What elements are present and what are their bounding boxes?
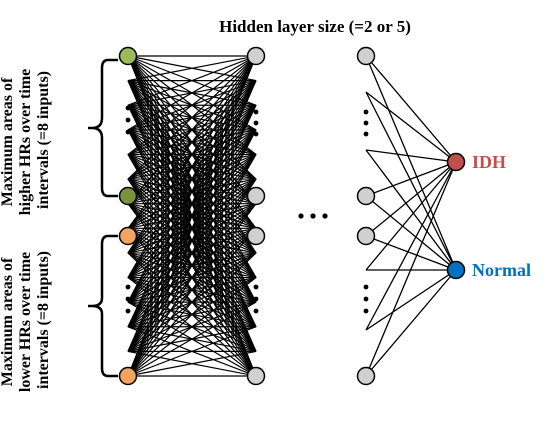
connection-edge bbox=[127, 350, 257, 377]
connection-edge bbox=[127, 55, 257, 352]
diagram-title: Hidden layer size (=2 or 5) bbox=[219, 17, 411, 36]
connection-edge bbox=[127, 55, 257, 254]
hidden1-node-3 bbox=[246, 226, 266, 246]
connection-edge bbox=[365, 235, 457, 271]
input-higher-ellipsis bbox=[125, 105, 131, 135]
connection-edge bbox=[127, 301, 257, 377]
hidden1-node-1 bbox=[246, 46, 266, 66]
hidden1-top-ellipsis bbox=[253, 109, 259, 137]
connection-edges bbox=[127, 55, 457, 377]
connection-edge bbox=[127, 55, 257, 106]
network-nodes bbox=[118, 46, 466, 386]
hidden2-node-3 bbox=[356, 226, 376, 246]
output-node-idh bbox=[446, 152, 466, 172]
connection-edge bbox=[365, 269, 457, 331]
connection-edge bbox=[365, 149, 457, 271]
connection-edge bbox=[365, 161, 457, 271]
connection-edge bbox=[365, 161, 457, 331]
connection-edge bbox=[127, 55, 257, 278]
connection-edge bbox=[127, 55, 257, 155]
connection-edge bbox=[365, 55, 457, 163]
input-node-higher-last bbox=[118, 186, 138, 206]
output-node-normal bbox=[446, 260, 466, 280]
lower-group-brace bbox=[88, 234, 118, 378]
lower-hr-label-line-1: Maximum areas of bbox=[0, 257, 16, 386]
connection-edge bbox=[127, 55, 257, 328]
output-label-normal: Normal bbox=[472, 260, 531, 280]
connection-edge bbox=[127, 55, 257, 82]
connection-edge bbox=[127, 55, 257, 205]
connection-edge bbox=[365, 91, 457, 163]
connection-edge bbox=[365, 161, 457, 197]
higher-hr-label-line-1: Maximum areas of bbox=[0, 77, 16, 206]
connection-edge bbox=[127, 55, 257, 303]
hidden2-bottom-ellipsis bbox=[363, 284, 369, 314]
connection-edge bbox=[127, 55, 257, 229]
connection-edge bbox=[127, 227, 257, 377]
higher-group-brace bbox=[88, 58, 118, 198]
connection-edge bbox=[127, 55, 257, 131]
connection-edge bbox=[365, 149, 457, 163]
input-lower-ellipsis bbox=[125, 284, 131, 314]
input-node-higher-first bbox=[118, 46, 138, 66]
connection-edge bbox=[365, 161, 457, 237]
hidden2-node-4 bbox=[356, 366, 376, 386]
connection-edge bbox=[127, 80, 257, 377]
connection-edge bbox=[127, 277, 257, 377]
hidden2-node-2 bbox=[356, 186, 376, 206]
connection-edge bbox=[127, 178, 257, 377]
connection-edge bbox=[365, 195, 457, 271]
connection-edge bbox=[127, 129, 257, 377]
connection-edge bbox=[365, 269, 457, 377]
higher-hr-label-line-2: higher HRs over time bbox=[17, 69, 34, 216]
hidden1-node-4 bbox=[246, 366, 266, 386]
connection-edge bbox=[365, 91, 457, 271]
higher-hr-label-line-3: intervals (=8 inputs) bbox=[35, 71, 52, 209]
connection-edge bbox=[127, 55, 257, 180]
lower-hr-label-line-2: lower HRs over time bbox=[17, 252, 34, 392]
connection-edge bbox=[127, 154, 257, 377]
connection-edge bbox=[127, 55, 257, 377]
connection-edge bbox=[127, 326, 257, 377]
output-label-idh: IDH bbox=[472, 152, 506, 172]
connection-edge bbox=[365, 55, 457, 271]
input-node-lower-last bbox=[118, 366, 138, 386]
hidden2-node-1 bbox=[356, 46, 376, 66]
layer-gap-ellipsis bbox=[298, 213, 328, 219]
input-node-lower-first bbox=[118, 226, 138, 246]
lower-hr-label-line-3: intervals (=8 inputs) bbox=[35, 251, 52, 389]
connection-edge bbox=[127, 203, 257, 377]
connection-edge bbox=[127, 104, 257, 377]
hidden2-top-ellipsis bbox=[363, 109, 369, 137]
hidden1-bottom-ellipsis bbox=[253, 284, 259, 314]
connection-edge bbox=[365, 161, 457, 377]
connection-edge bbox=[127, 252, 257, 377]
hidden1-node-2 bbox=[246, 186, 266, 206]
lower-hr-label: Maximum areas of lower HRs over time int… bbox=[0, 248, 52, 392]
higher-hr-label: Maximum areas of higher HRs over time in… bbox=[0, 65, 52, 216]
